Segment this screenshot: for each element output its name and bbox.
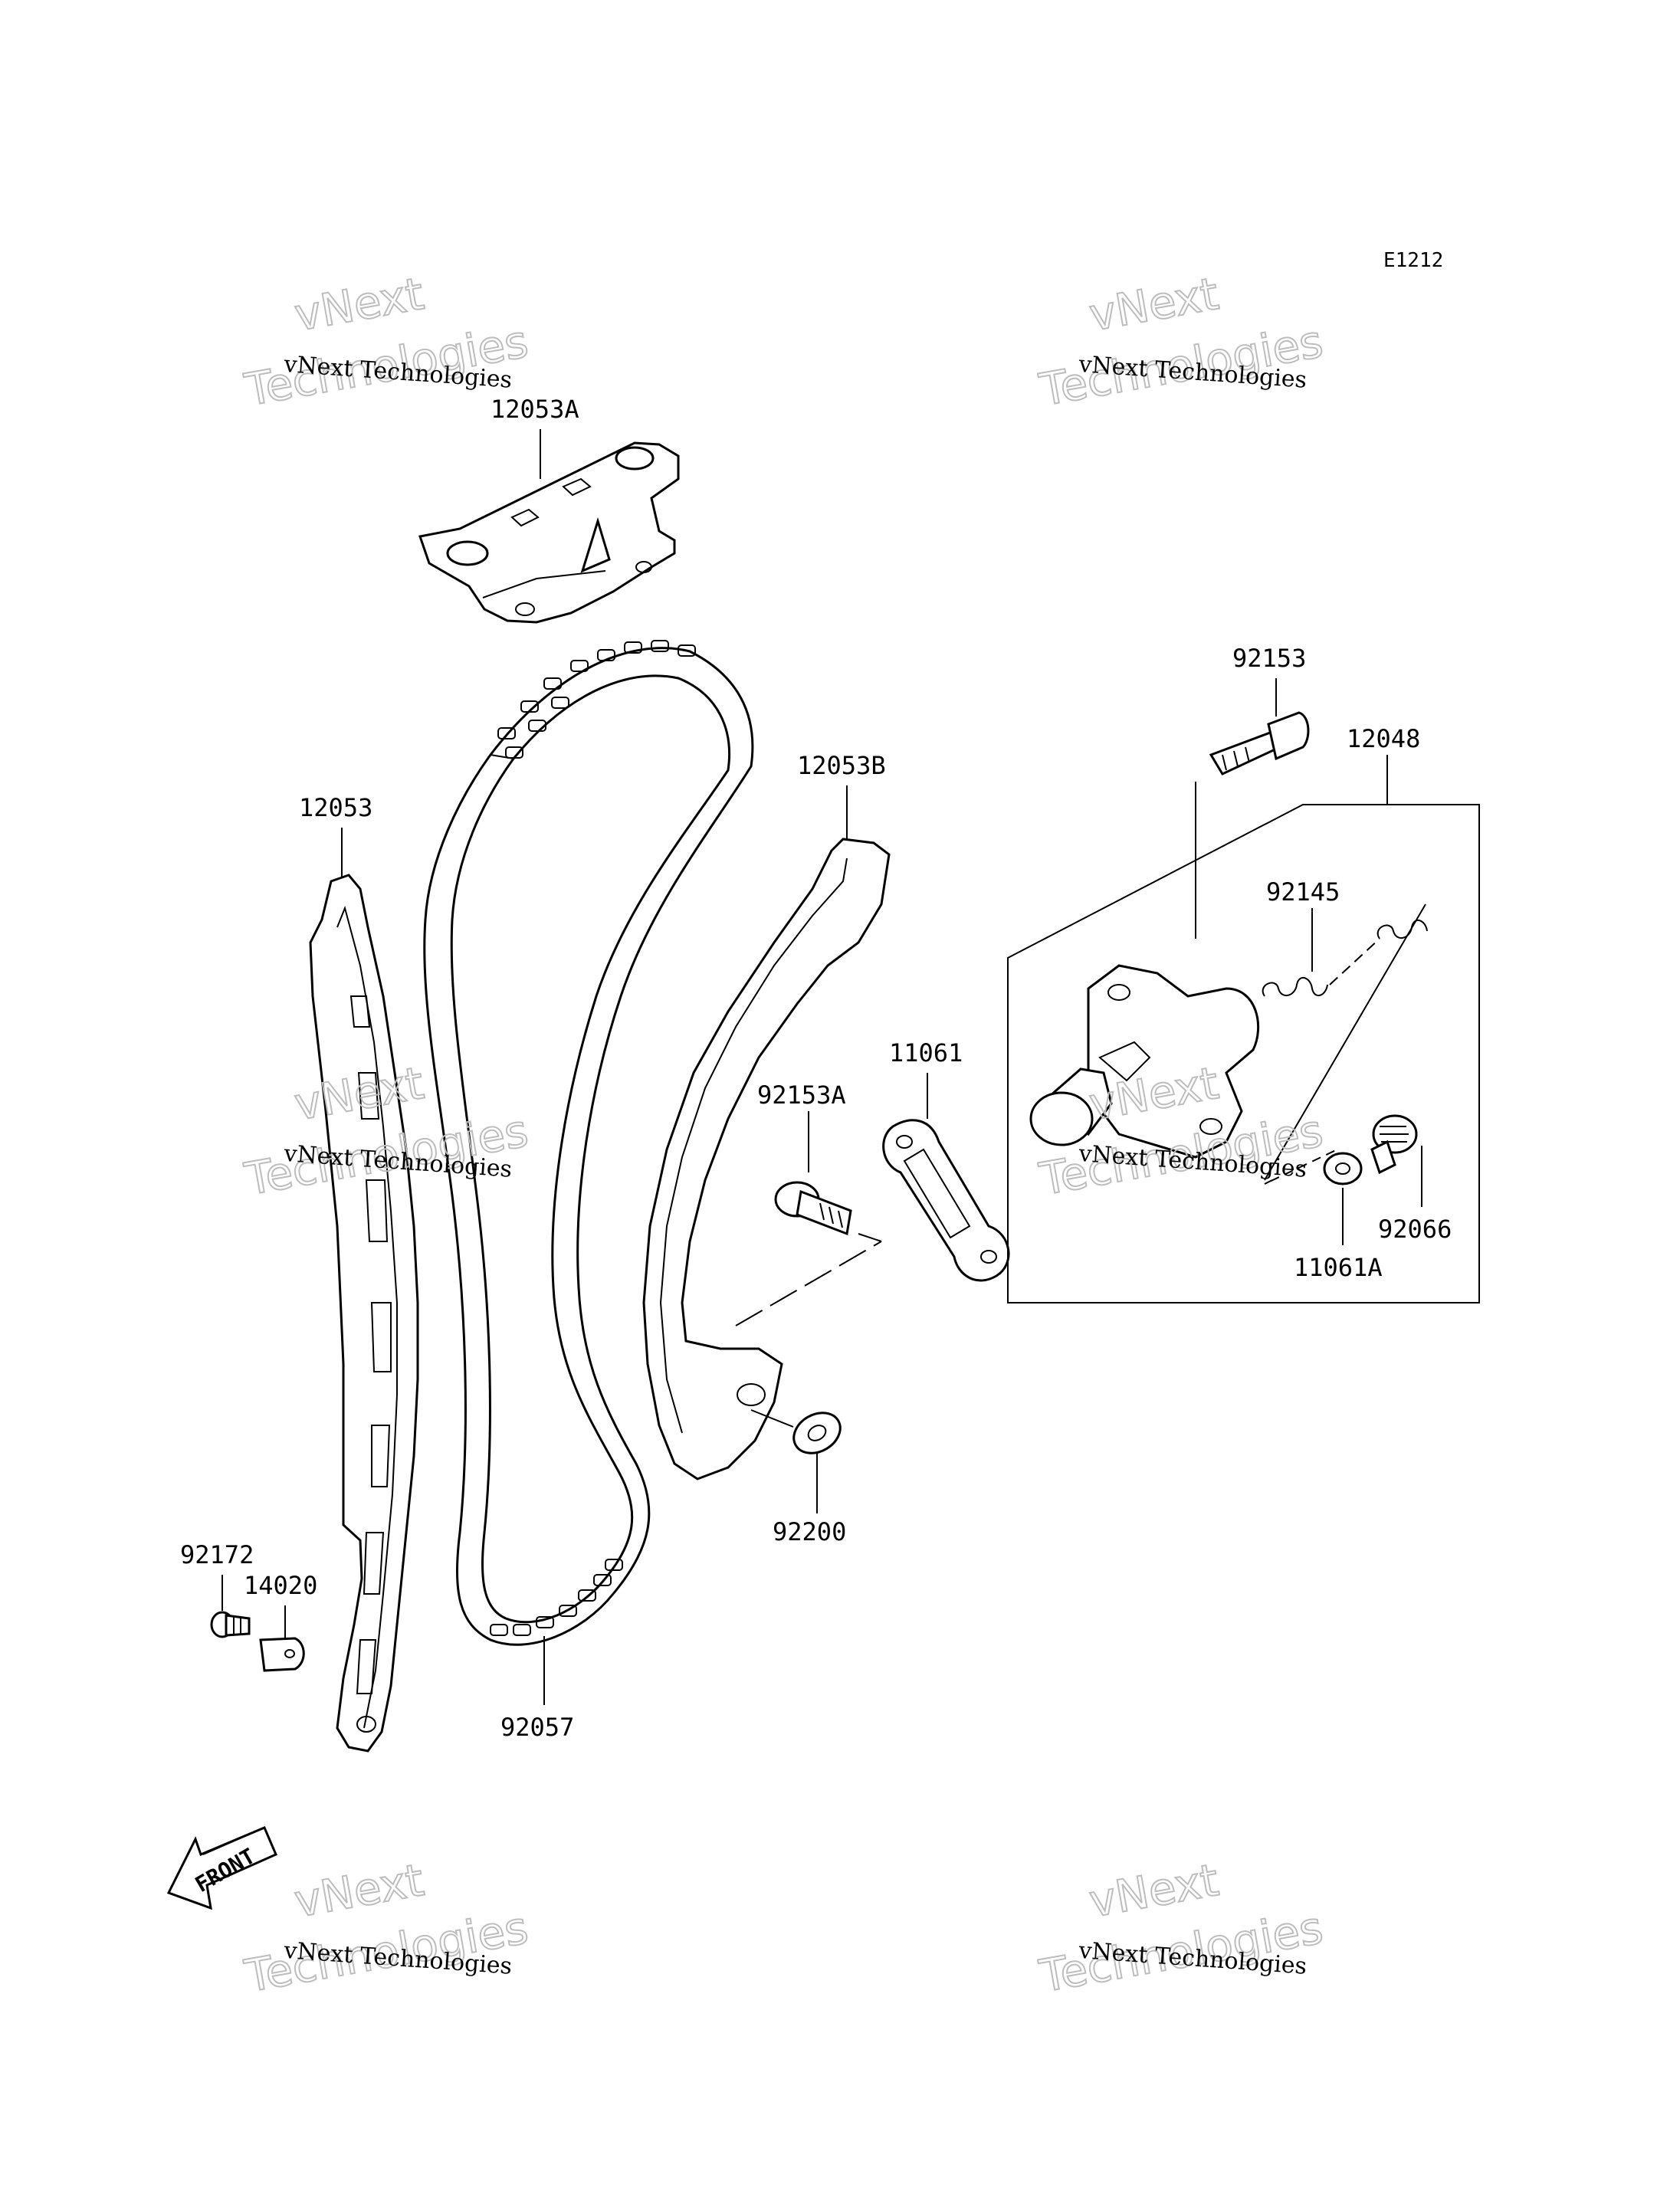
watermark-big-line1: vNext (1085, 1854, 1222, 1927)
watermark-big-line1: vNext (290, 267, 428, 341)
label-92057: 92057 (500, 1713, 574, 1742)
label-92153: 92153 (1232, 644, 1306, 673)
watermark-big-line1: vNext (290, 1854, 428, 1927)
tensioner-body-drawing (1029, 964, 1259, 1159)
bolt-92153A-drawing (774, 1181, 882, 1242)
assembly-line (735, 1241, 882, 1326)
watermark-big-line1: vNext (290, 1057, 428, 1130)
page-code: E1212 (1383, 249, 1443, 272)
chain-guide-top-drawing (418, 441, 680, 624)
label-12053: 12053 (299, 793, 372, 822)
label-12048: 12048 (1347, 724, 1420, 753)
label-92172: 92172 (180, 1540, 254, 1569)
cap-bolt-92066-drawing (1370, 1114, 1418, 1175)
label-92066: 92066 (1378, 1215, 1452, 1244)
label-11061A: 11061A (1294, 1253, 1383, 1282)
front-direction-marker: FRONT (166, 1826, 277, 1910)
chain-guide-left-drawing (309, 874, 419, 1753)
label-11061: 11061 (889, 1038, 963, 1067)
cam-chain-drawing (423, 640, 754, 1646)
label-14020: 14020 (244, 1571, 317, 1600)
watermark-big-line1: vNext (1085, 267, 1222, 341)
gasket-11061A-drawing (1264, 903, 1426, 1185)
label-92153A: 92153A (757, 1080, 846, 1110)
washer-92200-drawing (750, 1409, 842, 1454)
label-92145: 92145 (1266, 877, 1340, 907)
label-92200: 92200 (773, 1517, 846, 1546)
bolt-92153-drawing (1195, 711, 1310, 939)
label-12053A: 12053A (491, 395, 579, 424)
screw-92172-drawing (210, 1611, 251, 1638)
plate-14020-drawing (259, 1637, 305, 1672)
label-12053B: 12053B (797, 751, 886, 780)
spring-92145-drawing (1262, 920, 1428, 997)
tensioner-assy-frame (1007, 804, 1480, 1303)
gasket-11061-drawing (882, 1119, 1010, 1282)
chain-guide-right-drawing (642, 838, 891, 1481)
